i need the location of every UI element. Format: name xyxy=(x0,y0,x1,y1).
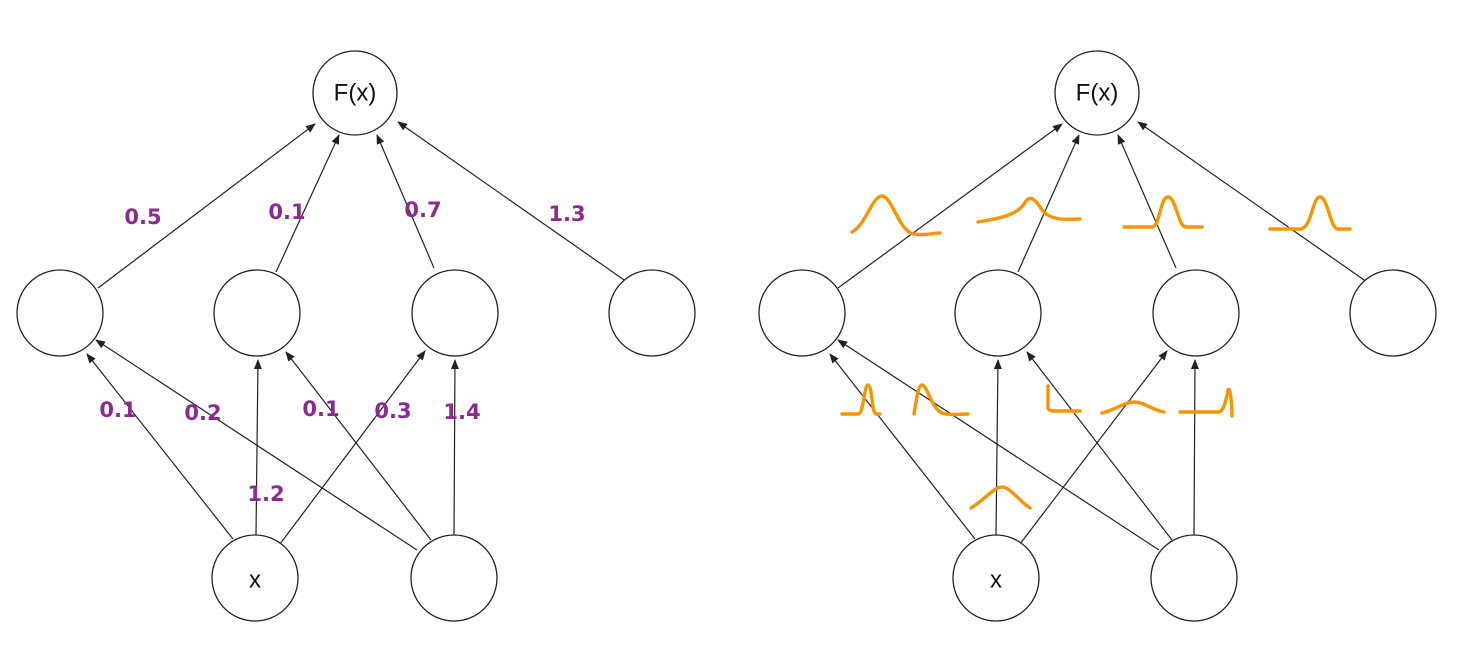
weight-label-hidden1-output: 0.5 xyxy=(124,205,161,229)
edge-hidden2-to-output xyxy=(275,134,340,273)
weight-label-input2-hidden1: 0.2 xyxy=(184,401,221,425)
right-network: F(x) x xyxy=(758,50,1437,622)
output-node-label: F(x) xyxy=(334,80,377,107)
output-node xyxy=(312,50,398,136)
output-node-right xyxy=(1054,50,1140,136)
weight-label-x-hidden1: 0.1 xyxy=(99,398,136,422)
hidden-node-1-right xyxy=(758,269,846,357)
edge-input2-to-hidden1-right xyxy=(837,339,1160,551)
distribution-curve-icon xyxy=(850,194,942,237)
edge-input2-to-hidden3 xyxy=(450,359,459,536)
distribution-curve-icon xyxy=(1100,400,1166,415)
edge-hidden3-to-output-right xyxy=(1117,134,1177,269)
hidden-node-2-right xyxy=(954,269,1042,357)
left-network: F(x) x 0.5 0.1 0.7 1.3 0.1 0.2 0.1 0.3 1… xyxy=(16,50,696,622)
weight-label-x-hidden3: 0.3 xyxy=(374,399,411,423)
edge-x-to-hidden2-right xyxy=(993,359,1002,536)
distribution-curve-icon xyxy=(1122,195,1204,229)
edge-hidden1-to-output xyxy=(97,123,316,289)
distribution-curve-icon xyxy=(912,383,970,417)
hidden-node-4-right xyxy=(1349,269,1437,357)
distribution-curve-icon xyxy=(840,383,882,416)
edge-hidden2-to-output-right xyxy=(1017,134,1080,273)
weight-label-hidden4-output: 1.3 xyxy=(548,202,585,226)
input-node-x xyxy=(211,534,299,622)
hidden-node-3-right xyxy=(1152,269,1240,357)
input-node-2-right xyxy=(1150,534,1238,622)
input-node-x-right-label: x xyxy=(990,567,1002,594)
edge-input2-to-hidden2 xyxy=(285,351,432,541)
edge-hidden3-to-output xyxy=(376,134,435,269)
edge-x-to-hidden3-right xyxy=(1019,350,1168,545)
hidden-node-2 xyxy=(213,269,301,357)
distribution-curve-icon xyxy=(976,196,1082,224)
distribution-curve-icon xyxy=(969,485,1032,510)
edge-hidden1-to-output-right xyxy=(837,123,1063,289)
input-node-x-label: x xyxy=(249,567,261,594)
weight-label-hidden3-output: 0.7 xyxy=(404,198,441,222)
edge-input2-to-hidden3-right xyxy=(1190,359,1199,536)
edge-x-to-hidden1-right xyxy=(829,353,976,540)
distribution-curve-icon xyxy=(1178,387,1234,418)
edge-x-to-hidden3 xyxy=(279,350,426,545)
hidden-node-4 xyxy=(608,269,696,357)
edge-hidden4-to-output xyxy=(397,121,628,283)
output-node-right-label: F(x) xyxy=(1076,80,1119,107)
input-node-x-right xyxy=(952,534,1040,622)
weight-label-input2-hidden2: 0.1 xyxy=(302,397,339,421)
distribution-curve-icon xyxy=(1268,195,1352,231)
edge-input2-to-hidden2-right xyxy=(1026,351,1173,541)
edge-x-to-hidden1 xyxy=(86,353,234,540)
weight-label-hidden2-output: 0.1 xyxy=(268,200,305,224)
input-node-2 xyxy=(410,534,498,622)
distribution-curve-icon xyxy=(1046,384,1082,413)
weight-label-input2-hidden3: 1.4 xyxy=(443,400,480,424)
hidden-node-3 xyxy=(411,269,499,357)
edge-x-to-hidden2 xyxy=(253,359,262,536)
edge-input2-to-hidden1 xyxy=(95,339,418,551)
weight-label-x-hidden2: 1.2 xyxy=(247,482,284,506)
hidden-node-1 xyxy=(16,269,104,357)
edge-hidden4-to-output-right xyxy=(1137,121,1368,283)
